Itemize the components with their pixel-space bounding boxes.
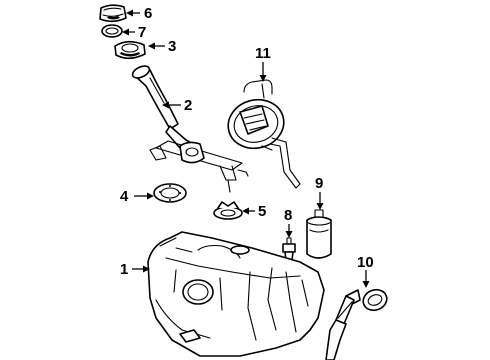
- callout-9: 9: [315, 175, 324, 210]
- callout-2-label: 2: [184, 97, 192, 114]
- callout-3: 3: [148, 38, 176, 55]
- part-2-filler-pipe: [131, 65, 249, 193]
- callout-8: 8: [284, 207, 293, 238]
- callout-10: 10: [357, 254, 374, 288]
- callout-10-label: 10: [357, 254, 374, 271]
- part-7-ring: [101, 24, 123, 38]
- callout-7-label: 7: [138, 24, 146, 41]
- callout-7: 7: [122, 24, 146, 41]
- part-4-gasket: [153, 183, 187, 203]
- callout-6-label: 6: [144, 5, 152, 22]
- callout-2: 2: [162, 97, 192, 114]
- part-10-strainer: [325, 288, 388, 360]
- callout-5: 5: [242, 203, 266, 220]
- part-8-sender-switch: [282, 237, 296, 261]
- part-3-filler-seal: [114, 40, 146, 60]
- callout-11: 11: [255, 45, 271, 82]
- part-9-fuel-pump: [306, 209, 332, 259]
- part-1-fuel-tank: [147, 231, 325, 357]
- callout-4-label: 4: [120, 188, 129, 205]
- callout-11-label: 11: [255, 45, 271, 62]
- callout-8-label: 8: [284, 207, 292, 224]
- part-11-sender-assembly: [227, 79, 301, 189]
- callout-1: 1: [120, 261, 150, 278]
- callout-4: 4: [120, 188, 154, 205]
- callout-5-label: 5: [258, 203, 266, 220]
- callout-9-label: 9: [315, 175, 323, 192]
- callout-6: 6: [126, 5, 152, 22]
- part-5-lock-ring: [213, 201, 243, 220]
- callout-3-label: 3: [168, 38, 176, 55]
- part-6-grommet: [99, 4, 127, 23]
- callout-1-label: 1: [120, 261, 128, 278]
